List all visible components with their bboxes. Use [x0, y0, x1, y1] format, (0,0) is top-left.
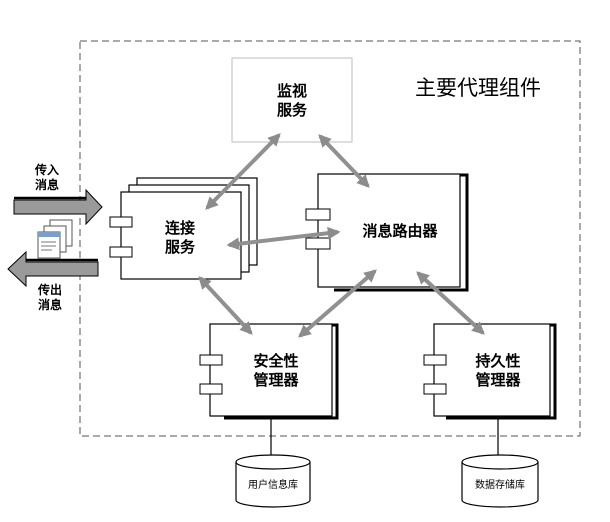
- outgoing-label: 传出 消息: [38, 283, 62, 313]
- security-manager-label-line-2: 管理器: [253, 370, 299, 389]
- arrow-router-persistence: [416, 271, 485, 335]
- outgoing-arrow: [7, 250, 99, 288]
- message-document-icon: [37, 219, 73, 259]
- outgoing-label-line-2: 消息: [38, 298, 63, 312]
- incoming-label-line-2: 消息: [35, 178, 60, 192]
- arrow-monitor-connection: [205, 133, 281, 210]
- security-manager-box: [199, 323, 339, 420]
- arrow-monitor-router: [318, 134, 370, 188]
- security-manager-label: 安全性 管理器: [226, 352, 326, 390]
- security-manager-label-line-1: 安全性: [253, 352, 299, 370]
- persistence-manager-label: 持久性 管理器: [448, 352, 548, 390]
- arrow-connection-router: [226, 226, 341, 251]
- message-router-label: 消息路由器: [362, 222, 438, 240]
- monitor-service-box: [231, 57, 353, 143]
- connection-service-label-line-1: 连接: [164, 219, 195, 237]
- connection-service-box: [109, 177, 258, 280]
- monitor-service-label: 监视 服务: [232, 82, 352, 120]
- connection-service-label: 连接 服务: [140, 219, 220, 257]
- incoming-label-line-1: 传入: [35, 163, 60, 177]
- persistence-manager-box: [423, 323, 557, 420]
- data-store-db-label: 数据存储库: [475, 480, 525, 491]
- agent-components-boundary: [79, 40, 581, 437]
- user-info-db-label: 用户信息库: [248, 480, 298, 491]
- data-store-db-icon: [461, 454, 539, 508]
- message-router-box: [305, 173, 469, 292]
- user-info-db-icon: [235, 454, 311, 508]
- arrow-router-security: [298, 269, 377, 338]
- incoming-label: 传入 消息: [35, 163, 59, 193]
- monitor-service-label-line-2: 服务: [276, 100, 307, 119]
- arrow-connection-security: [198, 276, 253, 335]
- outgoing-label-line-1: 传出: [38, 283, 63, 297]
- connection-service-label-line-2: 服务: [164, 237, 195, 256]
- monitor-service-label-line-1: 监视: [276, 82, 307, 100]
- connector-arrows: [198, 133, 485, 338]
- persistence-manager-label-line-2: 管理器: [475, 370, 521, 389]
- persistence-manager-label-line-1: 持久性: [475, 352, 521, 370]
- diagram-title: 主要代理组件: [415, 76, 541, 100]
- incoming-arrow: [13, 188, 103, 226]
